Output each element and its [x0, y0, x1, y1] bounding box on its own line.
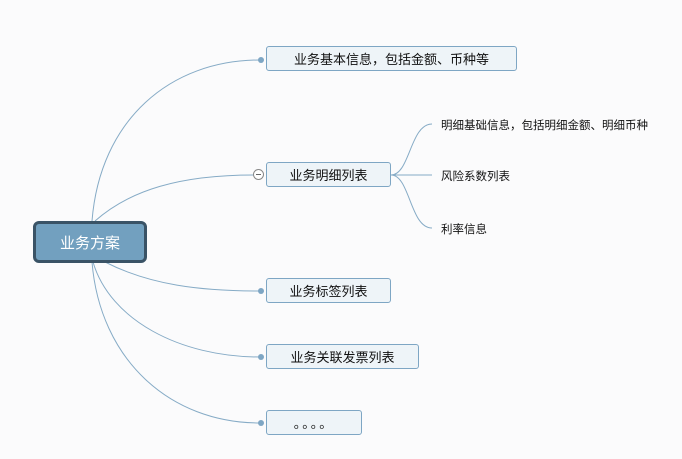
connector-1 [91, 59, 261, 222]
subtopic-interest-info[interactable]: 利率信息 [441, 222, 487, 236]
subtopic-risk-list[interactable]: 风险系数列表 [441, 169, 510, 183]
connector-dot [258, 57, 264, 63]
sub-connector-1 [390, 123, 433, 176]
topic-more[interactable]: 。。。。 [266, 410, 362, 435]
connector-dot [258, 420, 264, 426]
connector-2 [94, 174, 255, 222]
connector-5 [91, 261, 261, 424]
connector-dot [258, 288, 264, 294]
connector-4 [92, 261, 261, 358]
subtopic-detail-basic[interactable]: 明细基础信息，包括明细金额、明细币种 [441, 118, 648, 132]
connector-3 [104, 261, 261, 292]
connector-dot [258, 354, 264, 360]
sub-connector-3 [390, 174, 433, 229]
topic-detail-list[interactable]: 业务明细列表 [266, 162, 391, 187]
topic-basic-info[interactable]: 业务基本信息，包括金额、币种等 [266, 46, 517, 71]
collapse-icon[interactable] [253, 169, 264, 180]
topic-invoice-list[interactable]: 业务关联发票列表 [266, 344, 419, 369]
root-topic[interactable]: 业务方案 [33, 221, 147, 263]
topic-tag-list[interactable]: 业务标签列表 [266, 278, 391, 303]
